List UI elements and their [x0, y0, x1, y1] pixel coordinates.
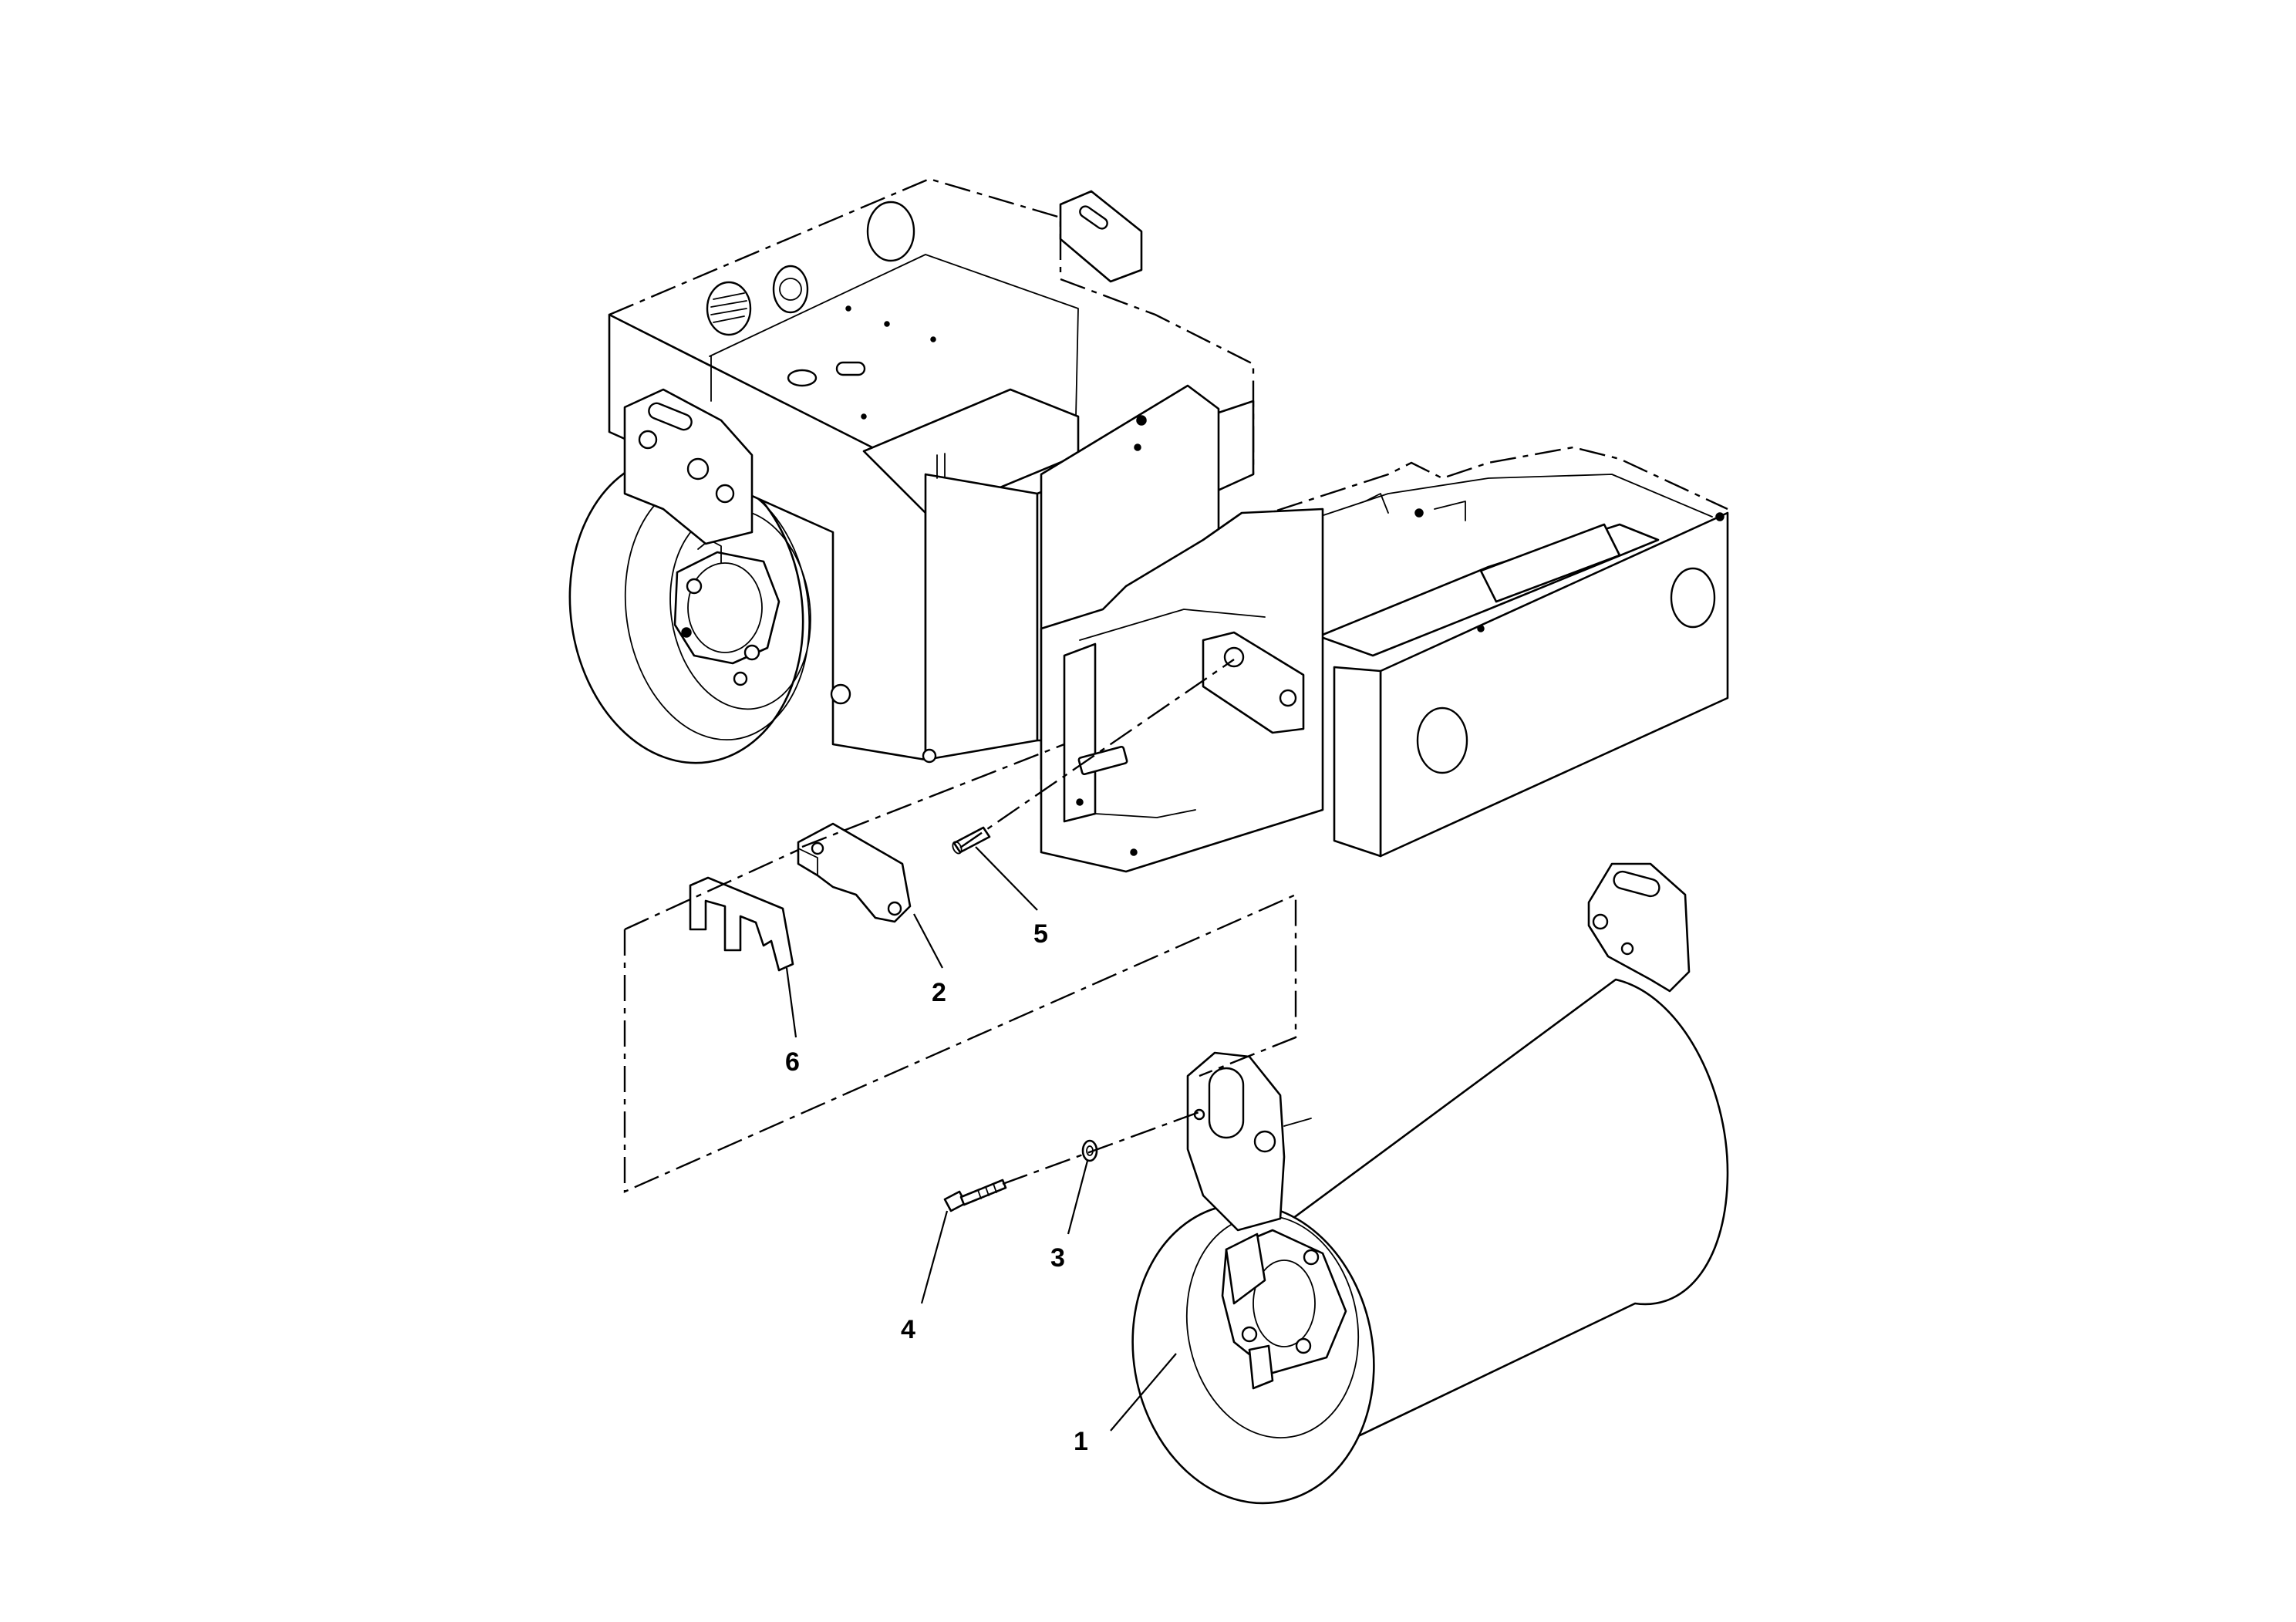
front-drum-part-1: [1131, 862, 1729, 1505]
callout-6: 6: [785, 1047, 800, 1077]
callout-3: 3: [1050, 1243, 1065, 1273]
callout-leaders: [785, 846, 1177, 1431]
callout-labels: 1 2 3 4 5 6: [785, 919, 1088, 1456]
callout-2: 2: [932, 978, 946, 1007]
callout-5: 5: [1033, 919, 1048, 949]
shim-plate-part-6: [689, 876, 794, 972]
callout-4: 4: [901, 1315, 915, 1344]
washer-part-3: [1081, 1139, 1098, 1162]
rear-lifting-lug: [623, 388, 754, 545]
bolt-part-4: [943, 1179, 1007, 1212]
callout-1: 1: [1074, 1427, 1088, 1456]
front-frame-assembly: [1040, 446, 1729, 873]
assembly-lines: [623, 659, 1297, 1193]
vent-grille: [706, 281, 752, 336]
bracket-part-2: [797, 822, 912, 923]
